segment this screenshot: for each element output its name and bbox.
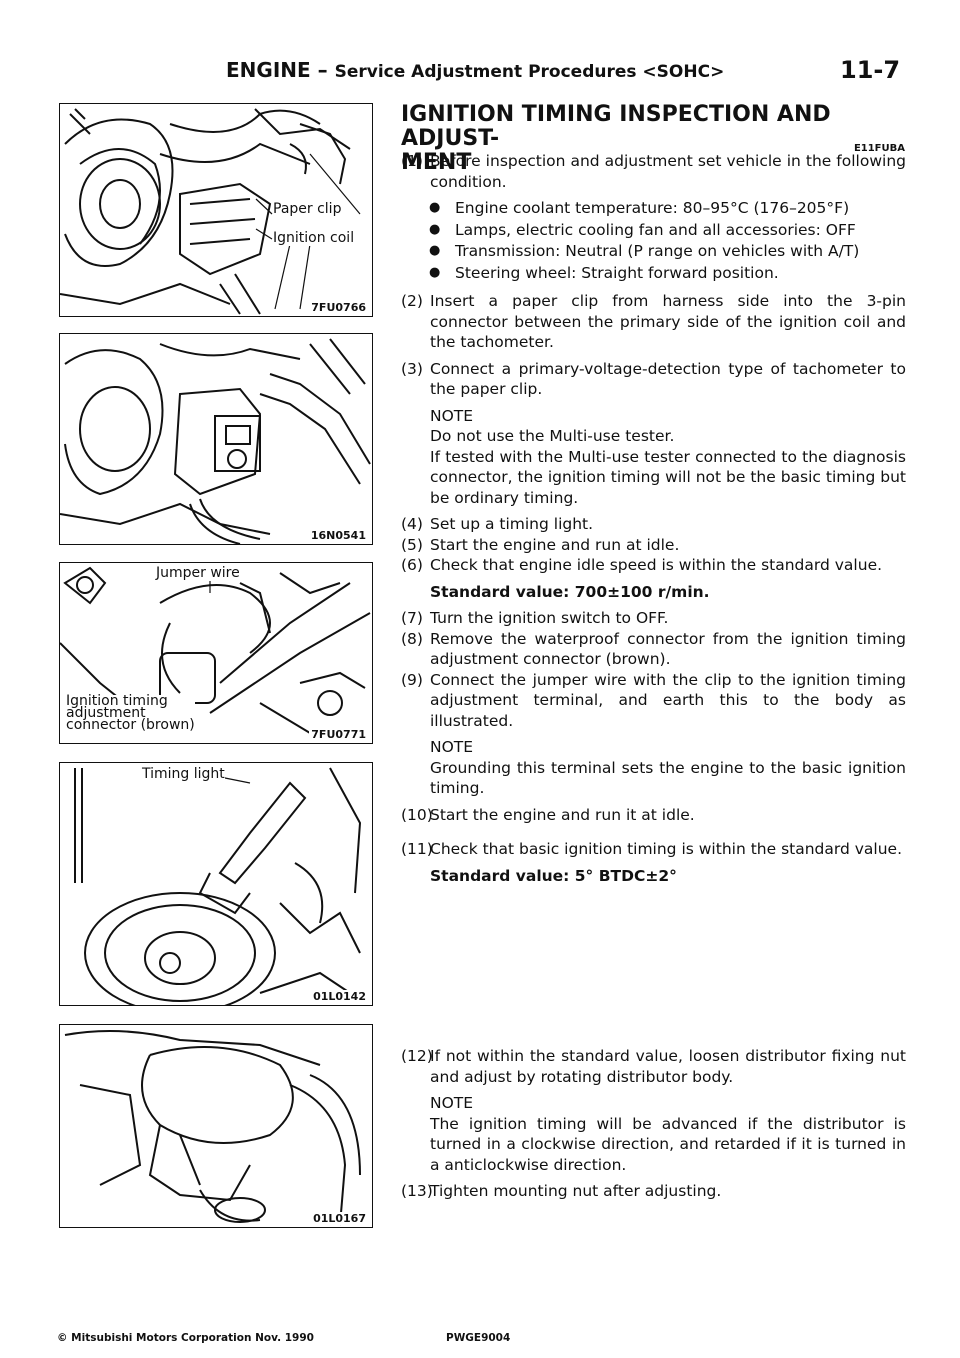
step-3: (3)Connect a primary-voltage-detection t… [401, 359, 906, 399]
condition-item: ●Lamps, electric cooling fan and all acc… [429, 220, 856, 239]
figure-ignition-coil: Paper clip Ignition coil 7FU0766 [59, 103, 373, 317]
label-timing-connector: Ignition timing adjustment connector (br… [66, 693, 195, 733]
note-2: NOTE Grounding this terminal sets the en… [430, 738, 906, 797]
label-paper-clip: Paper clip [273, 201, 342, 218]
label-line-3: connector (brown) [66, 717, 195, 733]
procedure-steps-continued: (12)If not within the standard value, lo… [401, 1046, 906, 1208]
figure-code: 7FU0766 [309, 301, 368, 314]
title-sub: Service Adjustment Procedures <SOHC> [334, 62, 725, 82]
condition-item: ●Steering wheel: Straight forward positi… [429, 263, 779, 282]
standard-value-idle: Standard value: 700±100 r/min. [430, 582, 710, 601]
standard-value-timing: Standard value: 5° BTDC±2° [430, 866, 677, 885]
label-ignition-coil: Ignition coil [273, 230, 355, 247]
bullet-icon: ● [429, 243, 441, 258]
note-3: NOTE The ignition timing will be advance… [430, 1094, 906, 1174]
timing-light-illustration [74, 767, 362, 1005]
ignition-coil-illustration [60, 108, 361, 315]
procedure-steps: (1)Before inspection and adjustment set … [401, 151, 906, 892]
figure-timing-light: Timing light 01L0142 [59, 762, 373, 1006]
label-line-2: adjustment [66, 705, 146, 721]
figure-code: 01L0142 [311, 990, 368, 1003]
step-12: (12)If not within the standard value, lo… [401, 1047, 906, 1086]
title-main: ENGINE – [226, 58, 328, 82]
figure-code: 16N0541 [308, 529, 368, 542]
footer-copyright: © Mitsubishi Motors Corporation Nov. 199… [57, 1332, 314, 1344]
step-13: (13)Tighten mounting nut after adjusting… [401, 1182, 722, 1200]
note-1: NOTE Do not use the Multi-use tester. If… [430, 406, 906, 507]
footer-code: PWGE9004 [446, 1332, 511, 1344]
step-2: (2)Insert a paper clip from harness side… [401, 292, 906, 351]
section-title-line-2: MENT [401, 150, 472, 175]
figure-code: 01L0167 [311, 1212, 368, 1225]
step-7: (7)Turn the ignition switch to OFF. [401, 609, 669, 627]
condition-item: ●Engine coolant temperature: 80–95°C (17… [429, 199, 850, 217]
bullet-icon: ● [429, 221, 441, 237]
page-title: ENGINE – Service Adjustment Procedures <… [226, 58, 724, 82]
step-1: (1)Before inspection and adjustment set … [401, 152, 906, 191]
figure-code: 7FU0771 [309, 728, 368, 741]
condition-item: ●Transmission: Neutral (P range on vehic… [429, 242, 860, 260]
section-title: IGNITION TIMING INSPECTION AND ADJUST- M… [401, 103, 911, 175]
step-9: (9)Connect the jumper wire with the clip… [401, 670, 906, 730]
tachometer-illustration [60, 338, 371, 544]
figure-distributor: 01L0167 [59, 1024, 373, 1228]
bullet-icon: ● [429, 200, 441, 215]
figure-tachometer: 16N0541 [59, 333, 373, 545]
figure-jumper-wire: Jumper wire Ignition timing adjustment c… [59, 562, 373, 744]
step-10: (10)Start the engine and run it at idle. [401, 805, 695, 824]
section-title-line-1: IGNITION TIMING INSPECTION AND ADJUST- [401, 102, 831, 151]
step-8: (8)Remove the waterproof connector from … [401, 629, 906, 669]
label-timing-light: Timing light [142, 766, 225, 783]
bullet-icon: ● [429, 264, 441, 280]
label-jumper-wire: Jumper wire [156, 565, 240, 582]
section-code: E11FUBA [853, 143, 905, 154]
jumper-wire-illustration [60, 566, 371, 734]
step-4: (4)Set up a timing light. [401, 515, 594, 533]
condition-list: ●Engine coolant temperature: 80–95°C (17… [429, 198, 906, 283]
step-6: (6)Check that engine idle speed is withi… [401, 556, 883, 574]
step-11: (11)Check that basic ignition timing is … [401, 840, 903, 858]
distributor-illustration [64, 1030, 361, 1226]
step-5: (5)Start the engine and run at idle. [401, 535, 680, 554]
label-line-1: Ignition timing [66, 693, 168, 709]
page-number: 11-7 [840, 56, 901, 84]
